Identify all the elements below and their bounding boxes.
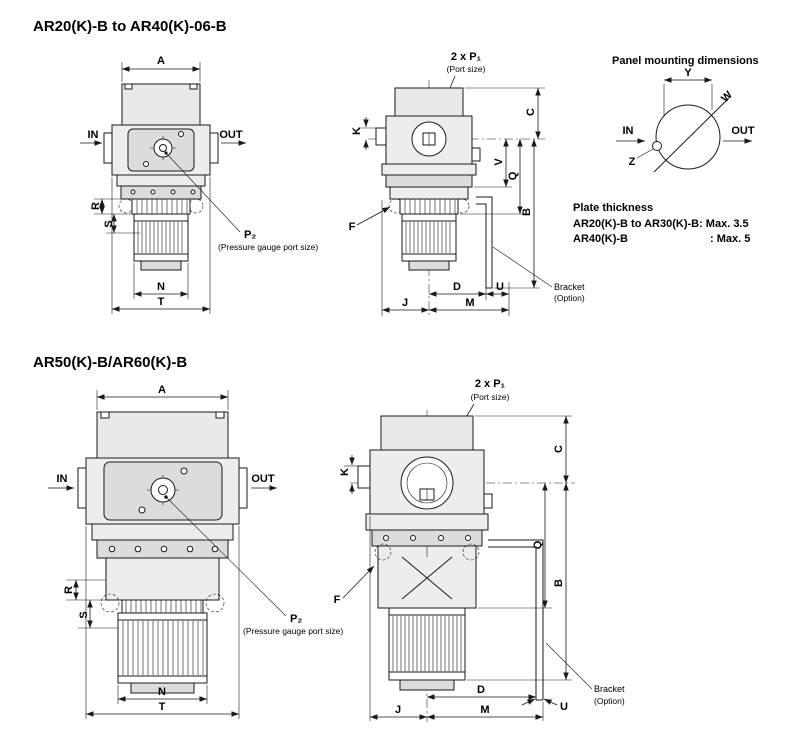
- port-circle: [400, 456, 454, 510]
- panel-hole-circle: [655, 104, 721, 170]
- p2-port-label: P₂: [290, 613, 302, 625]
- dim-label-f: F: [349, 221, 356, 233]
- dim-label-k: K: [351, 127, 363, 135]
- plate-thickness-line1: AR20(K)-B to AR30(K)-B: Max. 3.5: [573, 218, 749, 230]
- plate-thickness-note: Plate thickness AR20(K)-B to AR30(K)-B: …: [573, 202, 750, 245]
- ar50-side-view: 2 x P₁ (Port size) K C: [334, 378, 625, 722]
- dim-label-m: M: [465, 297, 474, 309]
- keyway-notch: [652, 141, 662, 151]
- bracket-caption: (Option): [554, 293, 585, 303]
- dim-label-c: C: [553, 445, 565, 453]
- p1-port-label: 2 x P₁: [475, 378, 506, 390]
- dim-label-s: S: [103, 220, 115, 227]
- out-label: OUT: [251, 473, 275, 485]
- dim-label-v: V: [493, 158, 505, 166]
- plate-thickness-line2-value: : Max. 5: [710, 233, 750, 245]
- panel-out-label: OUT: [731, 125, 755, 137]
- dim-label-n: N: [157, 281, 165, 293]
- dim-label-t: T: [158, 296, 165, 308]
- bracket-outline: [476, 196, 493, 289]
- dim-label-d: D: [477, 684, 485, 696]
- plate-thickness-line2-model: AR40(K)-B: [573, 233, 628, 245]
- adjust-knob: [388, 607, 466, 681]
- panel-in-label: IN: [623, 125, 634, 137]
- dim-label-c: C: [525, 108, 537, 116]
- p2-port-label: P₂: [244, 229, 256, 241]
- plate-thickness-title: Plate thickness: [573, 202, 653, 214]
- panel-mounting-diagram: Panel mounting dimensions Y W IN OUT Z: [612, 55, 759, 173]
- dim-label-k: K: [339, 468, 351, 476]
- adjust-knob: [117, 612, 208, 684]
- relief-valve-symbol: [401, 556, 453, 600]
- in-label: IN: [88, 129, 99, 141]
- bracket-label: Bracket: [554, 282, 585, 292]
- dim-label-y: Y: [684, 67, 692, 79]
- p1-port-label: 2 x P₁: [451, 51, 482, 63]
- dim-label-b: B: [553, 579, 565, 587]
- dim-label-q: Q: [507, 171, 519, 180]
- dim-label-q: Q: [532, 540, 544, 549]
- p1-port-caption: (Port size): [471, 392, 510, 402]
- dim-label-u: U: [560, 701, 568, 713]
- dim-label-j: J: [402, 297, 408, 309]
- dim-label-r: R: [90, 202, 102, 210]
- bracket-caption: (Option): [594, 696, 625, 706]
- dim-label-u: U: [496, 281, 504, 293]
- dim-label-r: R: [63, 586, 75, 594]
- dim-label-s: S: [78, 611, 90, 618]
- out-label: OUT: [219, 129, 243, 141]
- in-label: IN: [57, 473, 68, 485]
- p2-port-caption: (Pressure gauge port size): [243, 626, 343, 636]
- section-title-ar50: AR50(K)-B/AR60(K)-B: [33, 354, 187, 371]
- dim-label-t: T: [159, 701, 166, 713]
- dim-label-f: F: [334, 594, 341, 606]
- dim-label-a: A: [158, 384, 166, 396]
- panel-mounting-title: Panel mounting dimensions: [612, 55, 759, 67]
- p2-port-caption: (Pressure gauge port size): [218, 242, 318, 252]
- dim-label-z: Z: [629, 156, 636, 168]
- dim-label-m: M: [480, 704, 489, 716]
- ar20-front-view: A IN OUT: [80, 55, 318, 314]
- dim-label-w: W: [719, 89, 735, 105]
- ar20-side-view: 2 x P₁ (Port size) K C V: [349, 51, 585, 316]
- bracket-outline: [488, 539, 544, 701]
- p1-port-caption: (Port size): [447, 64, 486, 74]
- section-title-ar20: AR20(K)-B to AR40(K)-06-B: [33, 18, 227, 35]
- ar50-front-view: A IN OUT R: [48, 384, 343, 719]
- dim-label-a: A: [157, 55, 165, 67]
- dim-label-j: J: [395, 704, 401, 716]
- dim-label-b: B: [521, 208, 533, 216]
- bracket-label: Bracket: [594, 684, 625, 694]
- dim-label-n: N: [158, 686, 166, 698]
- dim-label-d: D: [453, 281, 461, 293]
